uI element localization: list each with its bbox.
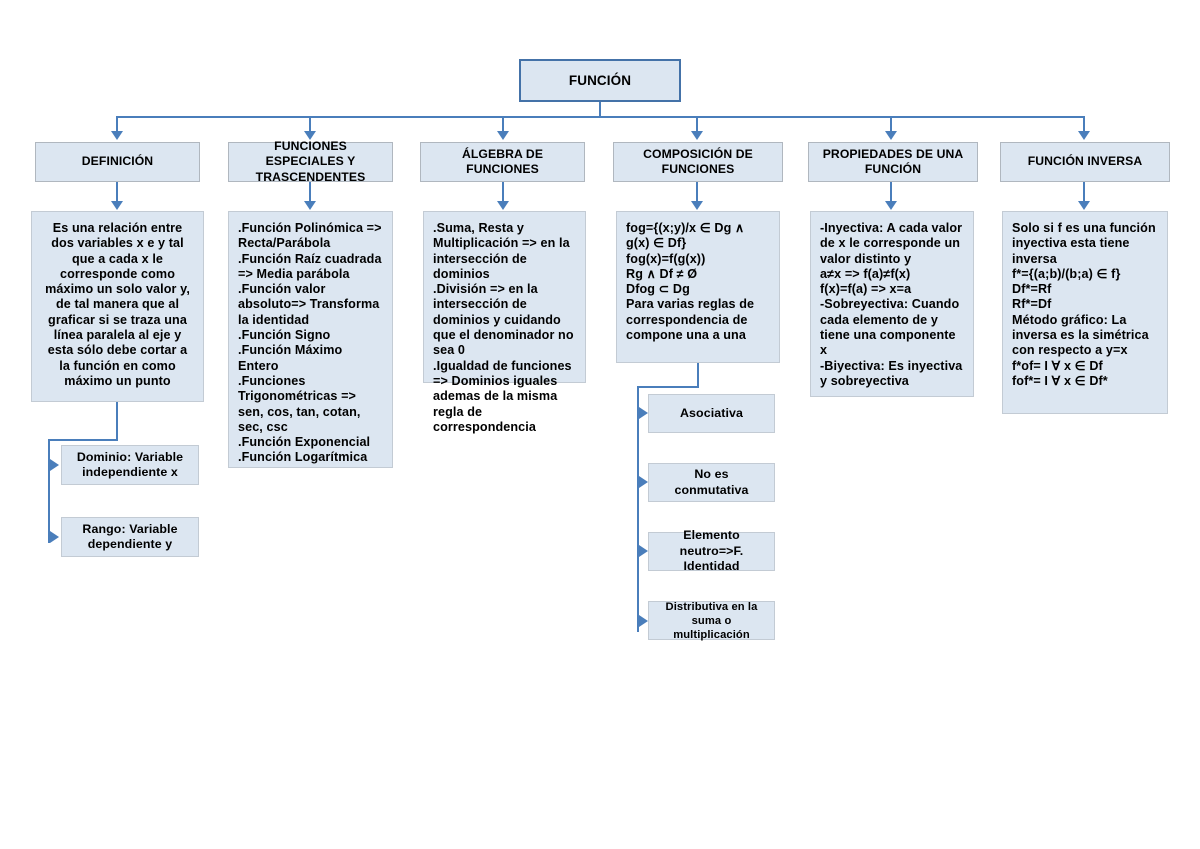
leaf-distributiva[interactable]: Distributiva en la suma o multiplicación [648,600,775,641]
branch-body-funcion-inversa[interactable]: Solo si f es una función inyectiva esta … [1002,211,1168,414]
leaf-asociativa[interactable]: Asociativa [648,394,775,433]
connector-definicion-spine [48,439,50,543]
branch-header-composicion[interactable]: COMPOSICIÓN DE FUNCIONES [613,142,783,182]
branch-header-funcion-inversa[interactable]: FUNCIÓN INVERSA [1000,142,1170,182]
connector-header-body-3 [502,182,504,203]
branch-body-text: Es una relación entre dos variables x e … [45,221,190,388]
branch-body-funciones-especiales[interactable]: .Función Polinómica => Recta/Parábola .F… [228,211,393,468]
leaf-label: No es conmutativa [674,467,749,497]
arrow-down-3 [497,131,509,140]
branch-header-label: DEFINICIÓN [81,154,154,169]
branch-body-text: .Función Polinómica => Recta/Parábola .F… [238,221,382,465]
arrow-right-asociativa [639,407,648,419]
connector-composicion-spine [637,386,639,632]
branch-header-funciones-especiales[interactable]: FUNCIONES ESPECIALES Y TRASCENDENTES [228,139,393,184]
leaf-label: Asociativa [680,405,743,420]
branch-body-text: .Suma, Resta y Multiplicación => en la i… [433,221,574,434]
arrow-right-no-conmutativa [639,476,648,488]
arrow-right-rango [50,531,59,543]
leaf-no-es-conmutativa[interactable]: No es conmutativa [648,463,775,502]
arrow-right-elemento-neutro [639,545,648,557]
arrow-down-1 [111,131,123,140]
branch-body-algebra[interactable]: .Suma, Resta y Multiplicación => en la i… [423,211,586,434]
branch-header-algebra[interactable]: ÁLGEBRA DE FUNCIONES [420,142,585,182]
branch-body-composicion[interactable]: fog={(x;y)/x ∈ Dg ∧ g(x) ∈ Df} fog(x)=f(… [616,211,780,363]
connector-definicion-elbow [48,439,118,441]
root-node-funcion[interactable]: FUNCIÓN [519,59,681,102]
arrow-right-distributiva [639,615,648,627]
branch-body-text: -Inyectiva: A cada valor de x le corresp… [820,221,963,388]
connector-bus [117,116,1085,118]
branch-header-propiedades[interactable]: PROPIEDADES DE UNA FUNCIÓN [808,142,978,182]
arrow-down-body-5 [885,201,897,210]
leaf-rango[interactable]: Rango: Variable dependiente y [61,517,199,557]
leaf-label: Elemento neutro=>F. Identidad [679,528,744,574]
branch-header-label: FUNCIÓN INVERSA [1027,154,1143,169]
connector-header-body-6 [1083,182,1085,203]
arrow-down-4 [691,131,703,140]
branch-body-propiedades[interactable]: -Inyectiva: A cada valor de x le corresp… [810,211,974,397]
connector-composicion-elbow [637,386,699,388]
branch-body-definicion[interactable]: Es una relación entre dos variables x e … [31,211,204,402]
branch-body-text: fog={(x;y)/x ∈ Dg ∧ g(x) ∈ Df} fog(x)=f(… [626,221,755,343]
connector-header-body-4 [696,182,698,203]
branch-header-label: FUNCIONES ESPECIALES Y TRASCENDENTES [255,139,366,184]
arrow-down-body-3 [497,201,509,210]
connector-header-body-2 [309,182,311,203]
connector-composicion-stem [697,363,699,388]
arrow-down-body-1 [111,201,123,210]
connector-drop-4 [696,116,698,133]
leaf-label: Dominio: Variable independiente x [76,449,184,480]
connector-drop-3 [502,116,504,133]
branch-header-label: ÁLGEBRA DE FUNCIONES [461,146,544,176]
arrow-right-dominio [50,459,59,471]
connector-drop-6 [1083,116,1085,133]
leaf-label: Rango: Variable dependiente y [82,521,178,552]
leaf-dominio[interactable]: Dominio: Variable independiente x [61,445,199,485]
arrow-down-body-2 [304,201,316,210]
branch-header-label: COMPOSICIÓN DE FUNCIONES [643,146,753,176]
arrow-down-6 [1078,131,1090,140]
arrow-down-body-4 [691,201,703,210]
connector-drop-1 [116,116,118,133]
connector-drop-2 [309,116,311,133]
branch-header-label: PROPIEDADES DE UNA FUNCIÓN [822,146,964,176]
connector-definicion-stem [116,402,118,441]
branch-body-text: Solo si f es una función inyectiva esta … [1012,221,1156,388]
root-node-label: FUNCIÓN [568,73,632,88]
leaf-elemento-neutro[interactable]: Elemento neutro=>F. Identidad [648,528,775,573]
leaf-label: Distributiva en la suma o multiplicación [665,600,758,641]
connector-drop-5 [890,116,892,133]
connector-header-body-1 [116,182,118,203]
connector-header-body-5 [890,182,892,203]
connector-root-stem [599,102,601,118]
arrow-down-2 [304,131,316,140]
arrow-down-body-6 [1078,201,1090,210]
arrow-down-5 [885,131,897,140]
branch-header-definicion[interactable]: DEFINICIÓN [35,142,200,182]
